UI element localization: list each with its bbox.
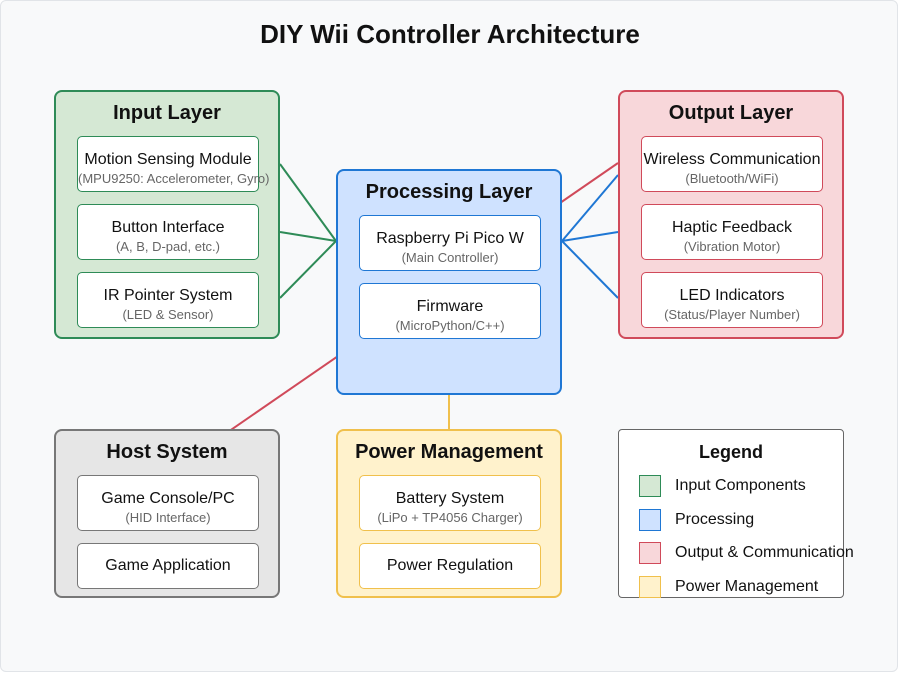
box-label: LED Indicators: [679, 287, 785, 304]
box-sublabel: (Vibration Motor): [683, 239, 781, 254]
host-system-group: Host System Game Console/PC (HID Interfa…: [54, 429, 280, 598]
box-sublabel: (LiPo + TP4056 Charger): [377, 510, 523, 525]
button-interface: Button Interface (A, B, D-pad, etc.): [77, 204, 259, 260]
box-sublabel: (HID Interface): [125, 510, 211, 525]
game-console-pc: Game Console/PC (HID Interface): [77, 475, 259, 531]
legend-label: Power Management: [675, 578, 819, 595]
box-label: Power Regulation: [386, 557, 514, 574]
output-layer-title: Output Layer: [668, 102, 794, 124]
link-processing-to-wireless: [561, 174, 619, 242]
haptic-feedback: Haptic Feedback (Vibration Motor): [641, 204, 823, 260]
box-label: Firmware: [416, 298, 484, 315]
input-layer-title: Input Layer: [113, 102, 221, 124]
legend: Legend Input Components Processing Outpu…: [618, 429, 854, 598]
legend-label: Processing: [675, 511, 755, 528]
link-processing-to-haptic: [561, 231, 619, 242]
box-label: IR Pointer System: [103, 287, 233, 304]
box-sublabel: (Status/Player Number): [664, 307, 800, 322]
processing-layer-title: Processing Layer: [365, 181, 533, 203]
led-indicators: LED Indicators (Status/Player Number): [641, 272, 823, 328]
firmware: Firmware (MicroPython/C++): [359, 283, 541, 339]
link-processing-to-led: [561, 240, 619, 299]
legend-swatch: [639, 475, 661, 497]
link-button-to-processing: [279, 231, 337, 242]
raspberry-pi-pico-w: Raspberry Pi Pico W (Main Controller): [359, 215, 541, 271]
box-sublabel: (Bluetooth/WiFi): [685, 171, 779, 186]
legend-swatch: [639, 576, 661, 598]
power-management-title: Power Management: [355, 441, 543, 463]
link-ir-to-processing: [279, 240, 337, 299]
box-label: Game Application: [105, 557, 231, 574]
box-sublabel: (A, B, D-pad, etc.): [115, 239, 221, 254]
box-label: Haptic Feedback: [671, 219, 793, 236]
wireless-communication: Wireless Communication (Bluetooth/WiFi): [641, 136, 823, 192]
game-application: Game Application: [77, 543, 259, 589]
power-management-group: Power Management Battery System (LiPo + …: [336, 429, 562, 598]
power-regulation: Power Regulation: [359, 543, 541, 589]
box-label: Button Interface: [111, 219, 225, 236]
motion-sensing-module: Motion Sensing Module (MPU9250: Accelero…: [77, 136, 270, 192]
box-sublabel: (MPU9250: Accelerometer, Gyro): [78, 171, 270, 186]
box-label: Wireless Communication: [643, 151, 821, 168]
legend-swatch: [639, 509, 661, 531]
host-system-title: Host System: [106, 441, 228, 463]
link-motion-to-processing: [279, 163, 337, 242]
box-sublabel: (Main Controller): [401, 250, 499, 265]
processing-layer-group: Processing Layer Raspberry Pi Pico W (Ma…: [336, 169, 562, 395]
legend-swatch: [639, 542, 661, 564]
ir-pointer-system: IR Pointer System (LED & Sensor): [77, 272, 259, 328]
box-label: Battery System: [395, 490, 505, 507]
box-label: Raspberry Pi Pico W: [376, 230, 524, 247]
input-layer-group: Input Layer Motion Sensing Module (MPU92…: [54, 90, 280, 339]
box-label: Game Console/PC: [101, 490, 235, 507]
battery-system: Battery System (LiPo + TP4056 Charger): [359, 475, 541, 531]
box-sublabel: (MicroPython/C++): [395, 318, 505, 333]
legend-label: Input Components: [675, 477, 806, 494]
box-sublabel: (LED & Sensor): [122, 307, 214, 322]
legend-title: Legend: [698, 442, 763, 462]
diagram-title: DIY Wii Controller Architecture: [260, 19, 640, 49]
box-label: Motion Sensing Module: [84, 151, 252, 168]
legend-label: Output & Communication: [675, 544, 854, 561]
output-layer-group: Output Layer Wireless Communication (Blu…: [618, 90, 844, 339]
